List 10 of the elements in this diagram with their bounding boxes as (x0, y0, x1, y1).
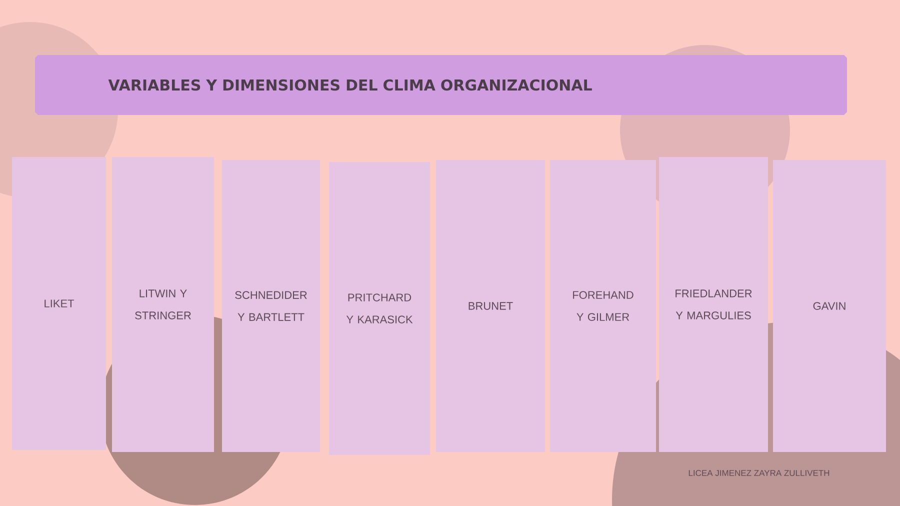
column-box: SCHNEDIDER Y BARTLETT (222, 160, 320, 452)
column-box: GAVIN (773, 160, 886, 452)
column-box: FRIEDLANDER Y MARGULIES (659, 157, 768, 452)
column-box: FOREHAND Y GILMER (550, 160, 656, 452)
column-box: PRITCHARD Y KARASICK (329, 162, 430, 455)
title-banner: VARIABLES Y DIMENSIONES DEL CLIMA ORGANIZACIONAL (35, 55, 847, 115)
column-box: LITWIN Y STRINGER (112, 157, 214, 452)
column-box: BRUNET (436, 160, 545, 452)
column-box: LIKET (12, 157, 106, 450)
author-name: LICEA JIMENEZ ZAYRA ZULLIVETH (688, 470, 830, 476)
